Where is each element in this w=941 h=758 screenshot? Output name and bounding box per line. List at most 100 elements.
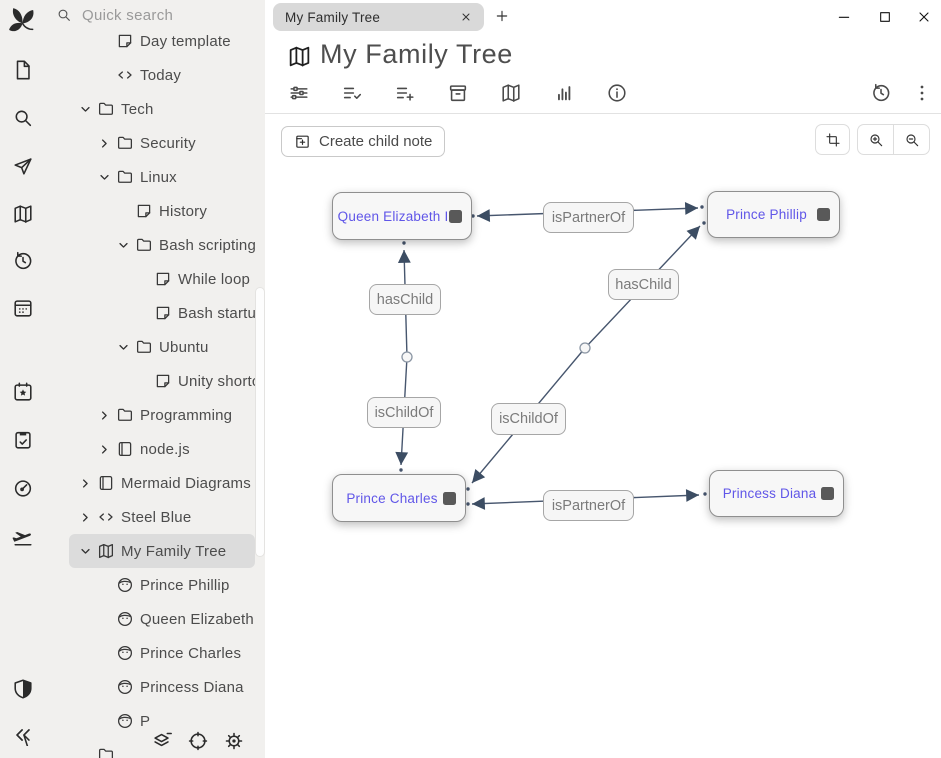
tree-item-my-family-tree[interactable]: My Family Tree (69, 534, 255, 568)
similar-notes-chart-icon[interactable] (553, 82, 575, 104)
protected-session-shield-icon[interactable] (0, 678, 45, 700)
reset-pan-crop-button[interactable] (815, 124, 850, 155)
tree-item-mermaid-diagrams[interactable]: Mermaid Diagrams (45, 466, 265, 500)
tree-item-nodejs[interactable]: node.js (45, 432, 265, 466)
tree-item-security[interactable]: Security (45, 126, 265, 160)
tree-item-unity-shortcuts[interactable]: Unity shortc (45, 364, 265, 398)
recent-changes-icon[interactable] (0, 250, 45, 272)
map-node-prince-charles[interactable]: Prince Charles (332, 474, 466, 522)
node-link-label[interactable]: Prince Phillip (726, 207, 807, 222)
note-tree: Day template Today Tech Security Linux H… (45, 24, 265, 758)
chevron-right-icon[interactable] (97, 442, 112, 457)
tree-item-while-loop[interactable]: While loop (45, 262, 265, 296)
inherited-attributes-list-plus-icon[interactable] (394, 82, 416, 104)
chevron-down-icon[interactable] (116, 238, 131, 253)
node-resize-handle[interactable] (817, 208, 830, 221)
zoom-in-button[interactable] (858, 125, 893, 154)
window-minimize-button[interactable] (836, 9, 852, 25)
folder-icon (97, 100, 115, 118)
zoom-button-group (857, 124, 930, 155)
chevron-right-icon[interactable] (78, 510, 93, 525)
zoom-out-button[interactable] (893, 125, 929, 154)
relation-label-ispartnerof[interactable]: isPartnerOf (543, 202, 634, 233)
tree-item-princess-diana[interactable]: Princess Diana (45, 670, 265, 704)
owned-attributes-list-check-icon[interactable] (341, 82, 363, 104)
node-resize-handle[interactable] (443, 491, 456, 505)
new-tab-plus-icon[interactable] (494, 8, 510, 24)
travel-plane-icon[interactable] (0, 526, 45, 548)
relation-label-haschild[interactable]: hasChild (369, 284, 441, 315)
tree-item-day-template[interactable]: Day template (45, 24, 265, 58)
trilium-logo-icon[interactable] (0, 3, 45, 40)
dashboard-icon[interactable] (0, 477, 45, 499)
relation-map-canvas[interactable]: isPartnerOf hasChild isChildOf hasChild … (265, 157, 941, 758)
person-icon (116, 576, 134, 594)
toggle-right-pane-icon[interactable] (910, 45, 932, 67)
quick-search-input[interactable]: Quick search (45, 0, 265, 30)
note-info-icon[interactable] (606, 82, 628, 104)
tree-item-today[interactable]: Today (45, 58, 265, 92)
chevron-down-icon[interactable] (97, 170, 112, 185)
tree-item-steel-blue[interactable]: Steel Blue (45, 500, 265, 534)
tree-item-ubuntu[interactable]: Ubuntu (45, 330, 265, 364)
tab-close-icon[interactable] (460, 11, 472, 23)
tree-item-prince-phillip[interactable]: Prince Phillip (45, 568, 265, 602)
create-child-note-button[interactable]: Create child note (281, 126, 446, 157)
note-icon (135, 202, 153, 220)
options-dots-icon[interactable] (911, 82, 933, 104)
map-node-prince-phillip[interactable]: Prince Phillip (707, 191, 840, 238)
tree-item-prince-charles[interactable]: Prince Charles (45, 636, 265, 670)
collapse-panes-icon[interactable] (0, 724, 45, 746)
relation-label-ischildof[interactable]: isChildOf (367, 397, 441, 428)
note-map-icon[interactable] (0, 203, 45, 225)
calendar-icon[interactable] (0, 297, 45, 319)
tree-item-queen-elizabeth[interactable]: Queen Elizabeth (45, 602, 265, 636)
basic-properties-sliders-icon[interactable] (288, 82, 310, 104)
relation-label-haschild[interactable]: hasChild (608, 269, 679, 300)
target-icon[interactable] (187, 730, 209, 752)
layers-icon[interactable] (151, 730, 173, 752)
tree-item-tech[interactable]: Tech (45, 92, 265, 126)
folder-icon (116, 406, 134, 424)
chevron-down-icon[interactable] (116, 340, 131, 355)
window-close-button[interactable] (916, 9, 932, 25)
code-icon (97, 508, 115, 526)
tree-item-bash-scripting[interactable]: Bash scripting (45, 228, 265, 262)
tree-scrollbar[interactable] (256, 288, 264, 556)
jump-to-note-icon[interactable] (0, 155, 45, 177)
relation-label-ispartnerof[interactable]: isPartnerOf (543, 490, 634, 521)
tree-item-bash-startup[interactable]: Bash startu (45, 296, 265, 330)
map-node-queen-elizabeth-ii[interactable]: Queen Elizabeth II (332, 192, 472, 240)
tree-item-linux[interactable]: Linux (45, 160, 265, 194)
note-title[interactable]: My Family Tree (320, 39, 513, 69)
settings-gear-icon[interactable] (223, 730, 245, 752)
search-icon[interactable] (0, 107, 45, 129)
chevron-right-icon[interactable] (97, 408, 112, 423)
node-resize-handle[interactable] (449, 209, 462, 223)
chevron-down-icon[interactable] (78, 102, 93, 117)
folder-icon (97, 746, 115, 758)
tree-item-truncated[interactable]: P (45, 704, 265, 738)
task-clipboard-icon[interactable] (0, 429, 45, 451)
chevron-right-icon[interactable] (97, 136, 112, 151)
today-note-icon[interactable] (0, 381, 45, 403)
map-node-princess-diana[interactable]: Princess Diana (709, 470, 844, 517)
chevron-down-icon[interactable] (78, 544, 93, 559)
tab-my-family-tree[interactable]: My Family Tree (273, 3, 484, 31)
node-link-label[interactable]: Prince Charles (346, 490, 438, 506)
note-revisions-history-icon[interactable] (870, 82, 892, 104)
folder-icon (135, 338, 153, 356)
chevron-right-icon[interactable] (78, 476, 93, 491)
note-paths-archive-icon[interactable] (447, 82, 469, 104)
relation-label-ischildof[interactable]: isChildOf (491, 403, 566, 435)
search-icon (56, 7, 72, 23)
new-note-icon[interactable] (0, 59, 45, 81)
node-link-label[interactable]: Princess Diana (722, 486, 817, 501)
edge-waypoint (579, 342, 591, 354)
tree-item-history[interactable]: History (45, 194, 265, 228)
tree-item-programming[interactable]: Programming (45, 398, 265, 432)
node-link-label[interactable]: Queen Elizabeth II (337, 208, 453, 224)
node-resize-handle[interactable] (821, 487, 834, 500)
window-maximize-button[interactable] (877, 9, 893, 25)
note-map-icon[interactable] (500, 82, 522, 104)
